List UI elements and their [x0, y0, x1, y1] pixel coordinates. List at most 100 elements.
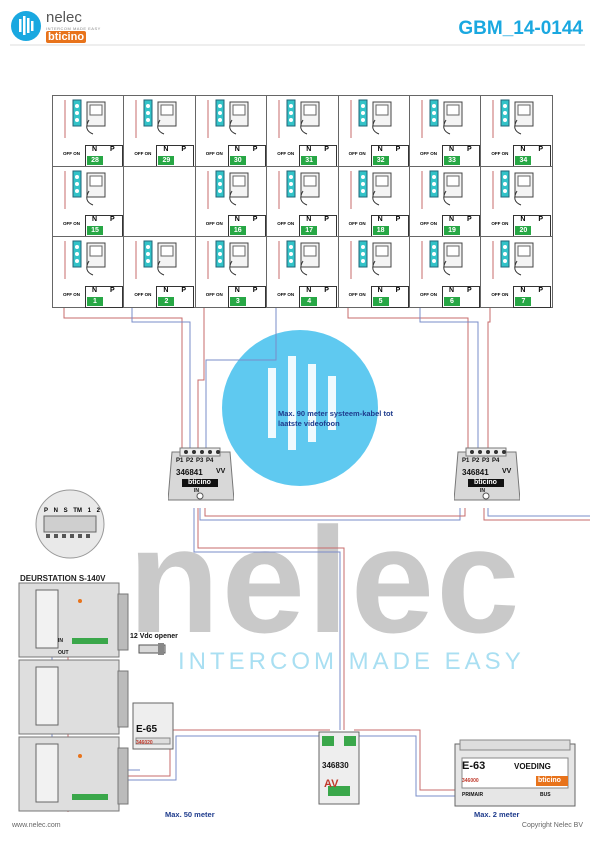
- videophone-icon: [492, 240, 534, 280]
- videophone-icon: [207, 170, 249, 209]
- terminal-zoom: [35, 489, 105, 559]
- col-n: N: [306, 286, 312, 294]
- apartment-number: 16: [229, 226, 246, 236]
- videophone-icon: [207, 240, 249, 280]
- col-n: N: [520, 286, 526, 294]
- col-n: N: [234, 286, 240, 294]
- psu-code: 346000: [462, 778, 479, 784]
- mode-switch: OFF ON: [63, 221, 80, 227]
- distributor-1-in: IN: [194, 488, 199, 494]
- av-code: 346830: [322, 761, 349, 770]
- door-station-title: DEURSTATION S-140V: [20, 574, 106, 583]
- mode-switch: OFF ON: [134, 150, 152, 156]
- logo-tagline: INTERCOM MADE EASY: [46, 26, 101, 31]
- videophone-icon: [64, 170, 106, 209]
- psu-model: E-63: [462, 760, 486, 772]
- col-p: P: [395, 286, 401, 294]
- psu-bus: BUS: [540, 792, 551, 798]
- distributor-2-vv: VV: [502, 468, 512, 475]
- mode-switch: OFF ON: [491, 150, 509, 156]
- distributor-1-port-2: P2: [186, 458, 194, 464]
- videophone-icon: [421, 240, 463, 280]
- door-station: [18, 582, 129, 812]
- col-n: N: [377, 216, 383, 224]
- videophone-icon: [135, 240, 177, 280]
- distributor-2: P1 P2 P3 P4 346841 VV bticino IN: [453, 446, 521, 506]
- col-n: N: [163, 145, 169, 153]
- col-n: N: [449, 216, 455, 224]
- mode-switch: OFF ON: [420, 221, 437, 227]
- col-p: P: [467, 286, 472, 294]
- col-p: P: [467, 145, 472, 153]
- distributor-2-port-2: P2: [472, 458, 480, 464]
- door-station-out: OUT: [58, 650, 69, 656]
- col-p: P: [252, 145, 258, 153]
- distributor-1-port-4: P4: [206, 458, 214, 464]
- videophone-icon: [278, 240, 320, 280]
- terminal-s: S: [63, 508, 68, 514]
- apartment-number: 4: [301, 296, 318, 306]
- apartment-number: 17: [301, 226, 318, 236]
- av-label: AV: [324, 778, 339, 790]
- mode-switch: OFF ON: [205, 150, 223, 156]
- videophone-icon: [278, 99, 320, 138]
- door-station-in: IN: [58, 638, 63, 644]
- col-n: N: [520, 216, 526, 224]
- apartment-number: 31: [301, 155, 318, 165]
- col-p: P: [395, 145, 401, 153]
- mode-switch: OFF ON: [277, 221, 295, 227]
- mode-switch: OFF ON: [205, 221, 223, 227]
- terminal-1: 1: [87, 508, 91, 514]
- watermark-slogan: INTERCOM MADE EASY: [178, 648, 525, 675]
- system-cable-note: Max. 90 meter systeem-kabel tot laatste …: [278, 409, 394, 428]
- col-n: N: [520, 145, 526, 153]
- watermark-word: nelec: [128, 496, 522, 664]
- col-p: P: [110, 145, 115, 153]
- psu-label: VOEDING: [514, 762, 551, 771]
- psu-primair: PRIMAIR: [462, 792, 484, 798]
- mode-switch: OFF ON: [63, 291, 80, 297]
- apartment-number: 5: [372, 296, 389, 306]
- mode-switch: OFF ON: [277, 291, 295, 297]
- distributor-2-code: 346841: [462, 468, 489, 477]
- videophone-icon: [350, 170, 392, 209]
- col-n: N: [234, 216, 240, 224]
- col-n: N: [306, 216, 312, 224]
- mode-switch: OFF ON: [205, 291, 223, 297]
- apartment-number: 3: [229, 296, 246, 306]
- apartment-number: 2: [158, 296, 175, 306]
- watermark-circle: [222, 330, 378, 486]
- col-p: P: [395, 216, 401, 224]
- apartment-number: 19: [444, 226, 460, 236]
- col-p: P: [467, 216, 472, 224]
- col-p: P: [324, 286, 329, 294]
- apartment-number: 28: [87, 155, 103, 165]
- distributor-2-port-3: P3: [482, 458, 490, 464]
- terminal-2: 2: [96, 508, 100, 514]
- np-table: N P 19: [442, 215, 480, 238]
- apartment-number: 18: [372, 226, 389, 236]
- header-divider: [10, 44, 585, 46]
- mode-switch: OFF ON: [348, 291, 366, 297]
- apartment-number: 32: [372, 155, 389, 165]
- videophone-icon: [207, 99, 249, 138]
- col-p: P: [252, 286, 258, 294]
- distributor-1-code: 346841: [176, 468, 203, 477]
- videophone-icon: [421, 170, 463, 209]
